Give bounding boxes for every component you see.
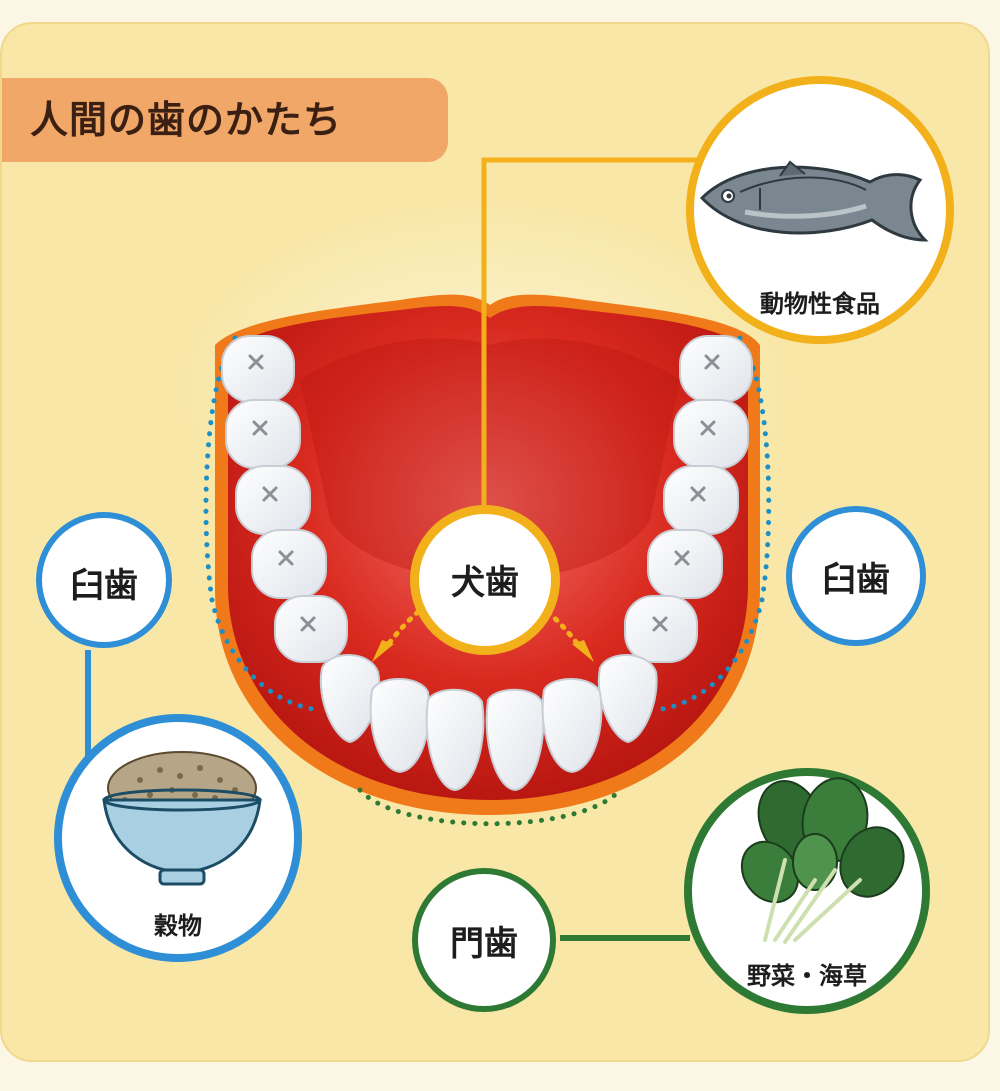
canine-connector-line [481,157,710,530]
left-molars [221,335,348,663]
canine-circle [410,505,560,655]
palate-shadow [300,338,680,580]
arrowhead-right [572,640,594,662]
page-title: 人間の歯のかたち [30,98,343,142]
title-bar [2,78,448,162]
vegetable-label: 野菜・海草 [747,962,867,990]
molar-circle-right [786,506,926,646]
canine-label: 犬歯 [451,563,519,603]
incisor-teeth [369,678,603,792]
incisor-circle [412,868,556,1012]
molar-circle-left [36,512,172,648]
canine-arrow-left [382,609,421,651]
arrowhead-left [372,640,394,662]
canine-tooth-right [597,654,658,744]
canine-arrow-right [545,609,584,651]
grain-label: 穀物 [154,912,202,940]
molar-label-left: 臼歯 [70,566,138,606]
incisor-label: 門歯 [450,924,518,964]
animal-food-label: 動物性食品 [760,290,880,318]
molar-label-right: 臼歯 [822,560,890,600]
molar-dotted-outline-left [203,335,323,713]
right-molars [624,335,753,663]
molar-dotted-outline-right [652,335,772,713]
